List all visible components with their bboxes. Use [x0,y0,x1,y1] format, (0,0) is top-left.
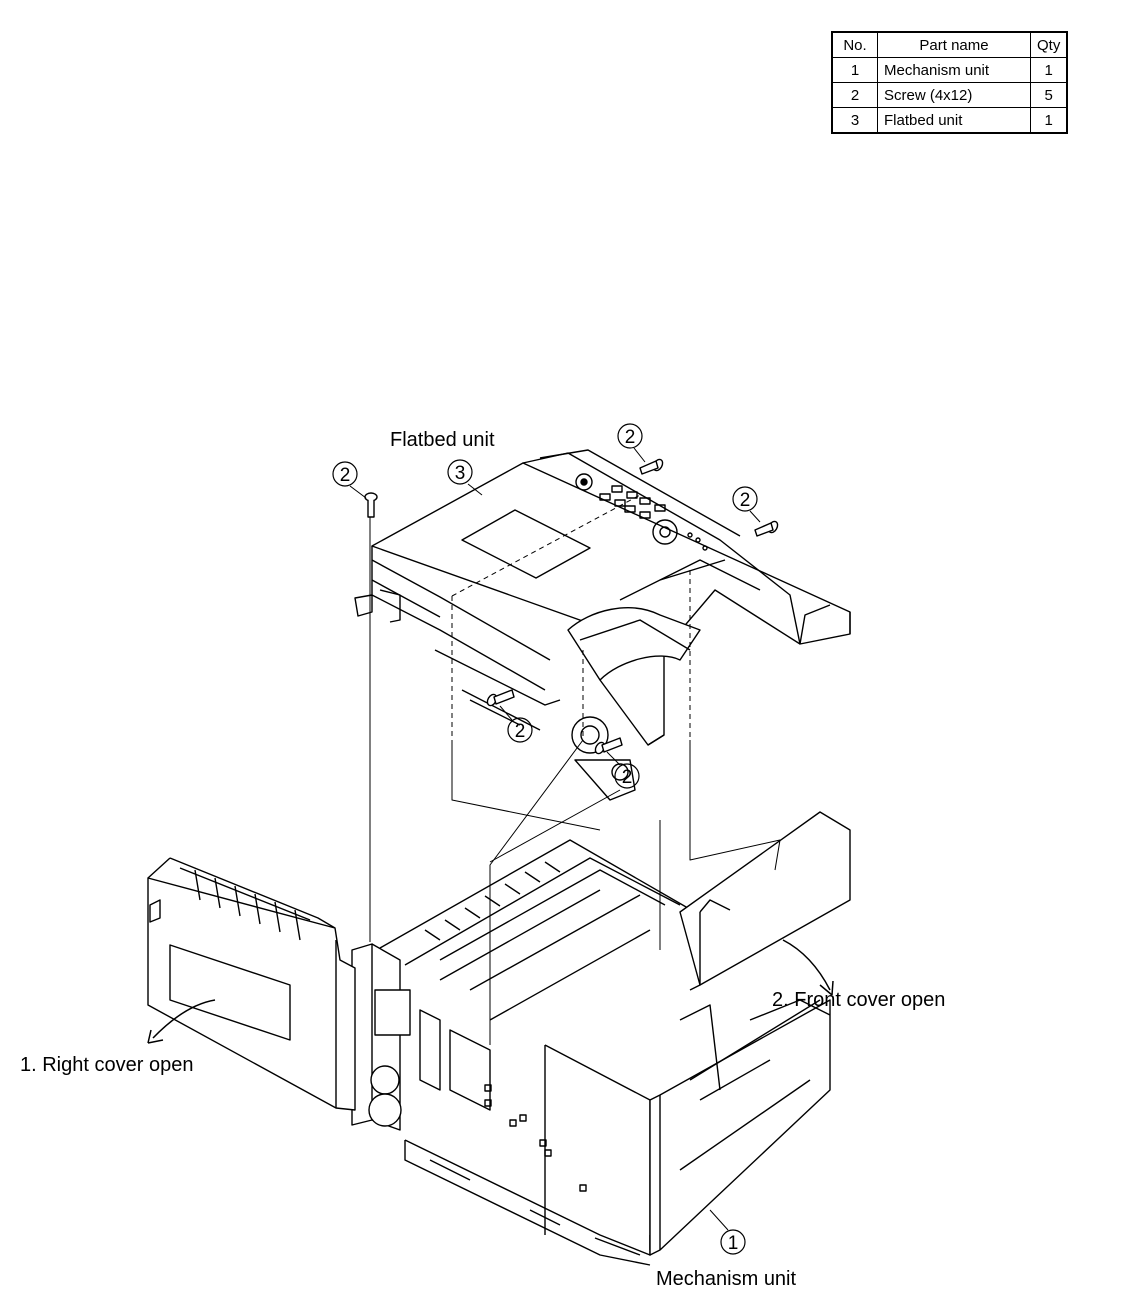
cell-qty: 1 [1030,57,1068,83]
cell-part-name: Mechanism unit [877,57,1031,83]
callout-2-number: 2 [625,427,636,448]
label-front-cover-open: 2. Front cover open [772,989,945,1011]
callout-3-number: 3 [455,463,466,484]
assembly-guide-lines [369,494,781,1045]
callout-1-mechanism: 1 [720,1229,746,1255]
header-part-name: Part name [877,31,1031,58]
callout-1-number: 1 [728,1233,739,1254]
callout-3-flatbed: 3 [447,459,473,485]
cell-qty: 5 [1030,82,1068,108]
callout-2-screw-middle: 2 [507,717,533,743]
mechanism-unit-drawing [147,811,851,1266]
screw-5 [594,737,623,755]
cell-part-name: Screw (4x12) [877,82,1031,108]
label-flatbed-unit: Flatbed unit [390,429,495,451]
cell-no: 2 [831,82,878,108]
table-row: 2 Screw (4x12) 5 [831,82,1068,108]
flatbed-unit-drawing [354,449,851,801]
parts-table-header-row: No. Part name Qty [831,31,1068,58]
screw-3 [754,520,779,537]
right-cover-open-arrow [152,999,216,1039]
screws [364,458,779,755]
front-cover-open-arrow [782,939,831,991]
callout-2-screw-top-left: 2 [332,461,358,487]
callout-2-number: 2 [340,465,351,486]
callout-2-screw-top: 2 [617,423,643,449]
label-mechanism-unit: Mechanism unit [656,1268,797,1290]
leader-lines [349,447,761,1231]
callout-2-screw-lower: 2 [614,763,640,789]
callout-2-screw-right: 2 [732,486,758,512]
right-cover-arrowhead [147,1029,164,1044]
cell-qty: 1 [1030,107,1068,134]
cell-part-name: Flatbed unit [877,107,1031,134]
table-row: 3 Flatbed unit 1 [831,107,1068,134]
callout-2-number: 2 [740,490,751,511]
screw-1 [364,492,378,518]
callout-2-number: 2 [622,767,633,788]
table-row: 1 Mechanism unit 1 [831,57,1068,83]
front-cover-arrowhead [819,980,834,996]
parts-table: No. Part name Qty 1 Mechanism unit 1 2 S… [831,31,1069,134]
screw-4 [486,689,515,707]
header-qty: Qty [1030,31,1068,58]
screw-2 [639,458,664,475]
callout-2-number: 2 [515,721,526,742]
label-right-cover-open: 1. Right cover open [20,1054,193,1076]
